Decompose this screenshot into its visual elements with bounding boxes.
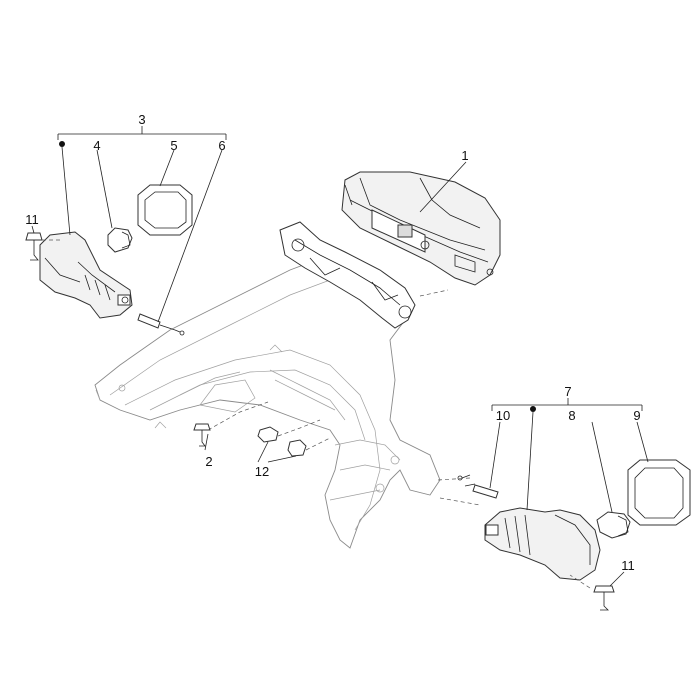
callout-3: 3 (138, 112, 145, 127)
left-indicator-housing (39, 231, 133, 319)
left-connector-wire (137, 313, 185, 336)
right-bulb (596, 511, 631, 539)
callout-12: 12 (255, 464, 269, 479)
tail-light-assembly (341, 171, 501, 286)
callout-11-right: 11 (621, 558, 635, 573)
left-lens (137, 184, 193, 236)
right-connector-wire (457, 474, 499, 499)
right-lens (627, 459, 691, 526)
callout-8: 8 (568, 408, 575, 423)
left-bulb (107, 227, 133, 253)
tapping-screw (193, 423, 211, 447)
assembly-lines (42, 239, 591, 589)
callout-10: 10 (496, 408, 510, 423)
callout-1: 1 (461, 148, 468, 163)
right-screw (593, 585, 615, 611)
rubber-grommets (257, 426, 307, 457)
callout-11-left: 11 (25, 212, 39, 227)
callout-5: 5 (170, 138, 177, 153)
callout-labels: 1 2 3 4 5 6 7 8 9 10 11 11 12 (25, 112, 640, 573)
callout-7: 7 (564, 384, 571, 399)
callout-2: 2 (205, 454, 212, 469)
callout-6: 6 (218, 138, 225, 153)
right-indicator-housing (484, 507, 601, 581)
frame-bracket (279, 221, 416, 329)
callout-9: 9 (633, 408, 640, 423)
callout-4: 4 (93, 138, 100, 153)
left-screw (25, 232, 43, 261)
leader-lines (31, 126, 649, 587)
